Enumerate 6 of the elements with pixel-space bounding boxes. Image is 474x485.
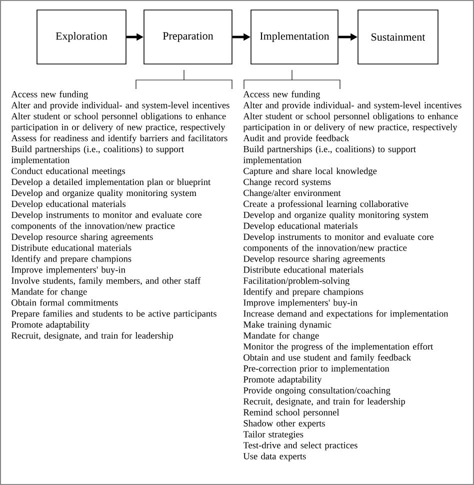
stage-box: Sustainment	[358, 10, 438, 64]
strategy-list: Access new funding Alter and provide individual- and system-level incentives Alter student or school personnel obligations to enhance participation in or delivery of new practice, respectively Assess for readiness and identify barriers and facilitators Build partnerships (i.e., coalitions) to support implementation Conduct educational meetings Develop a detailed implementation plan or blueprint Develop and organize quality monitoring system Develop educational materials Develop instruments to monitor and evaluate core components of the innovation/new practice Develop resource sharing agreements Distribute educational materials Identify and prepare champions Improve implementers' buy-in Involve students, family members, and other staff Mandate for change Obtain formal commitments Prepare families and students to be active participants Promote adaptability Recruit, designate, and train for leadership	[11, 90, 230, 341]
stage-box: Preparation	[144, 10, 232, 64]
stage-box: Implementation	[250, 10, 338, 64]
stage-box: Exploration	[36, 10, 126, 64]
strategy-list: Access new funding Alter and provide individual- and system-level incentives Alter student or school personnel obligations to enhance participation in or delivery of new practice, respectively Audit and provide feedback Build partnerships (i.e., coalitions) to support implementation Capture and share local knowledge Change record systems Change/alter environment Create a professional learning collaborative Develop and organize quality monitoring system Develop educational materials Develop instruments to monitor and evaluate core components of the innovation/new practice Develop resource sharing agreements Distribute educational materials Facilitation/problem-solving Identify and prepare champions Improve implementers' buy-in Increase demand and expectations for implementation Make training dynamic Mandate for change Monitor the progress of the implementation effort Obtain and use student and family feedback Pre-correction prior to implementation Promote adaptability Provide ongoing consultation/coaching Recruit, designate, and train for leadership Remind school personnel Shadow other experts Tailor strategies Test-drive and select practices Use data experts	[243, 90, 462, 462]
